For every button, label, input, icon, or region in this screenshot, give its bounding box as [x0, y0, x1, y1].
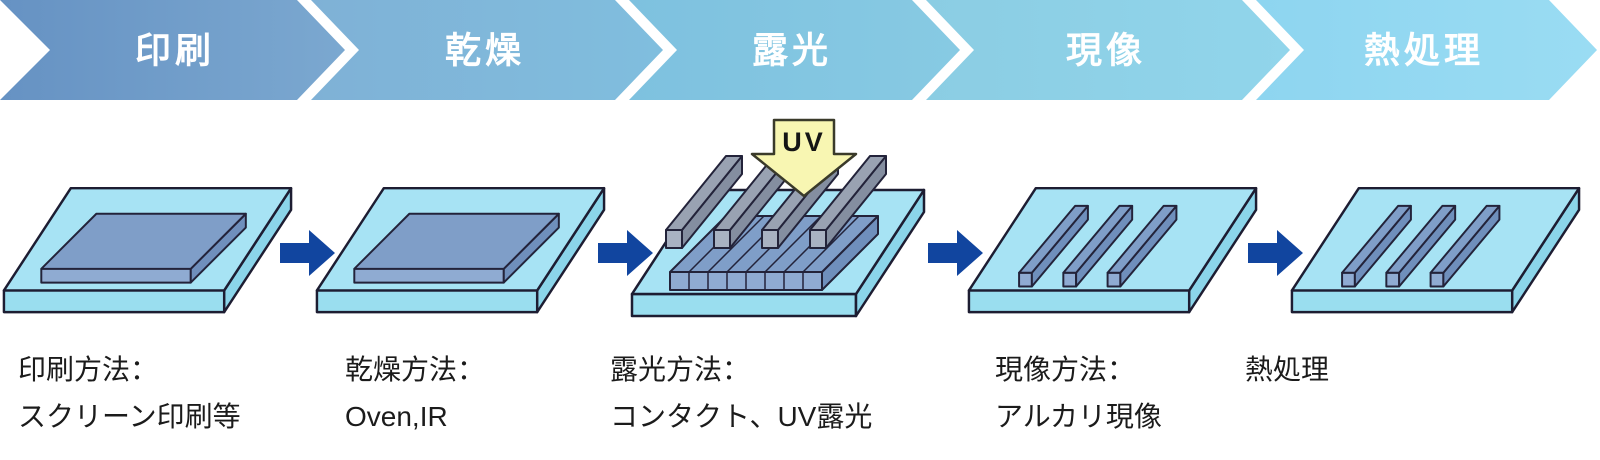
illustration-uv-exposure: UV: [630, 118, 926, 318]
substrate: [1290, 186, 1581, 314]
banner-chevron-heat: [1256, 0, 1597, 100]
step-label-develop: 現像: [1066, 30, 1146, 71]
step-label-heat: 熱処理: [1364, 30, 1484, 71]
uv-label: UV: [782, 127, 826, 157]
step-label-dry: 乾燥: [445, 30, 525, 71]
step-label-expose: 露光: [752, 30, 832, 71]
substrate: [967, 186, 1258, 314]
flow-arrow-icon: [280, 230, 335, 276]
banner-chevron-print: [0, 0, 345, 100]
uv-arrow-icon: UV: [750, 118, 858, 198]
caption-title: 現像方法：: [995, 354, 1136, 385]
flow-arrow-icon: [598, 230, 653, 276]
caption-detail: コンタクト、UV露光: [610, 401, 873, 432]
banner-chevron-expose: [629, 0, 960, 100]
illustration-dry-substrate: [315, 186, 606, 314]
illustration-developed-lines: [967, 186, 1258, 314]
caption-title: 印刷方法：: [18, 354, 159, 385]
banner-chevron-develop: [926, 0, 1290, 100]
caption-detail: Oven,IR: [345, 401, 448, 432]
caption-develop: 現像方法： アルカリ現像: [995, 346, 1162, 440]
caption-title: 熱処理: [1245, 354, 1330, 385]
pattern-bars: [1341, 204, 1501, 288]
printed-layer: [40, 212, 247, 284]
caption-detail: アルカリ現像: [995, 401, 1162, 432]
caption-title: 乾燥方法：: [345, 354, 486, 385]
caption-print: 印刷方法： スクリーン印刷等: [18, 346, 241, 440]
dried-layer: [353, 212, 560, 284]
illustration-print-substrate: [2, 186, 293, 314]
flow-arrow-icon: [1248, 230, 1303, 276]
caption-detail: スクリーン印刷等: [18, 401, 241, 432]
caption-title: 露光方法：: [610, 354, 751, 385]
caption-expose: 露光方法： コンタクト、UV露光: [610, 346, 872, 440]
pattern-bars: [1018, 204, 1178, 288]
process-step-banner: 印刷 乾燥 露光 現像 熱処理: [0, 0, 1597, 100]
banner-chevron-dry: [311, 0, 663, 100]
caption-heat: 熱処理: [1245, 346, 1329, 393]
illustration-heat-treated-lines: [1290, 186, 1581, 314]
caption-dry: 乾燥方法： Oven,IR: [345, 346, 485, 440]
flow-arrow-icon: [928, 230, 983, 276]
step-label-print: 印刷: [135, 30, 215, 71]
